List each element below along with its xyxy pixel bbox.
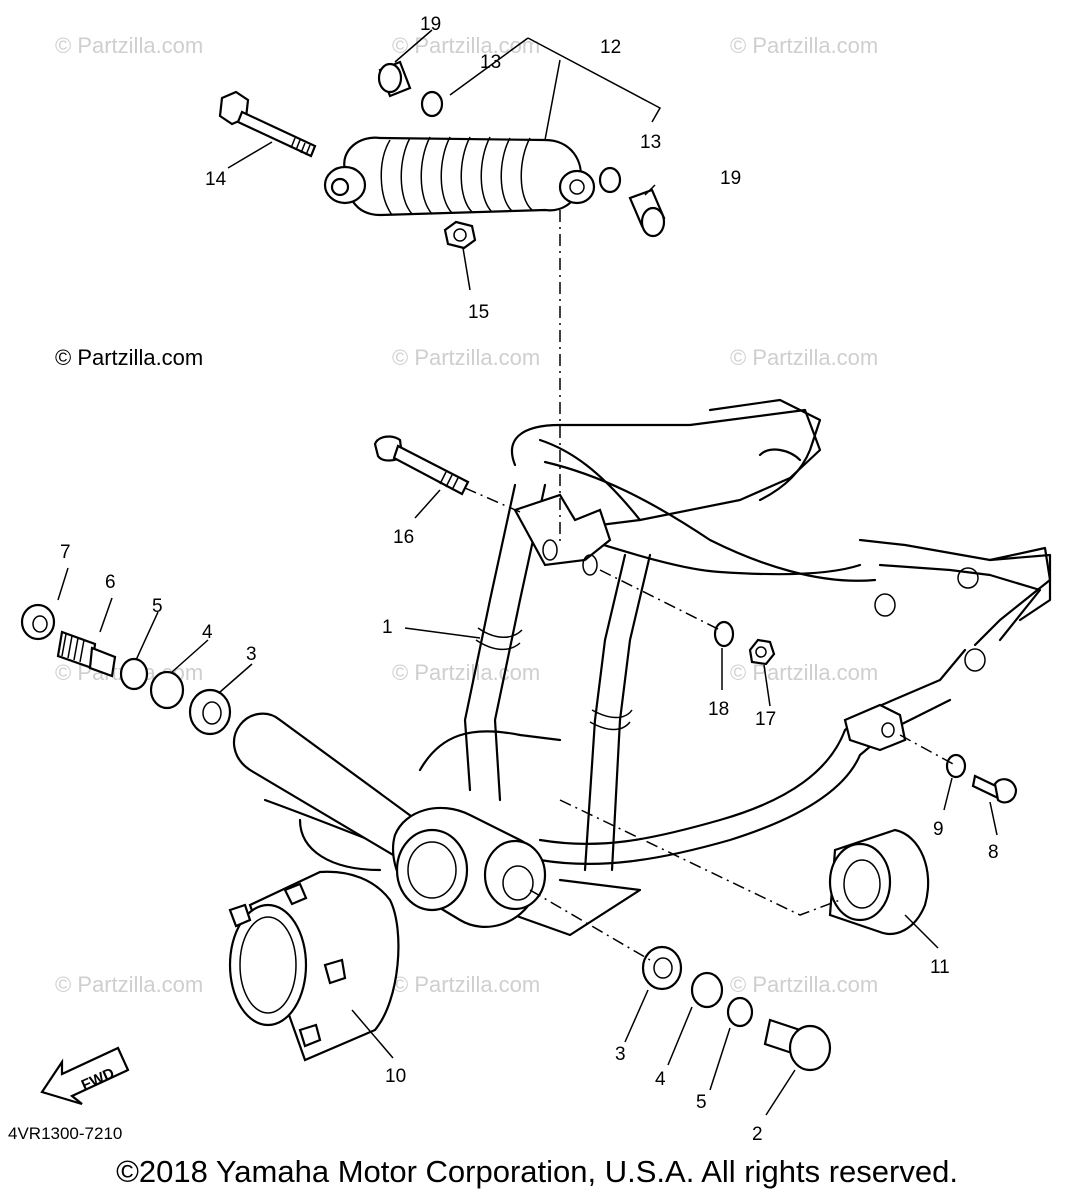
centerline-pivot-right xyxy=(529,889,651,961)
callout-5-right: 5 xyxy=(696,1092,707,1113)
callout-2: 2 xyxy=(752,1124,763,1145)
callout-19-upper: 19 xyxy=(420,14,441,35)
watermark: © Partzilla.com xyxy=(55,972,204,997)
callout-12: 12 xyxy=(600,37,621,58)
washer-9[interactable] xyxy=(945,753,967,779)
bolt-14[interactable] xyxy=(218,90,317,158)
oil-seal-4-right[interactable] xyxy=(690,971,724,1009)
centerline-bolt-8 xyxy=(899,734,956,766)
callout-17: 17 xyxy=(755,709,776,730)
callout-3-left: 3 xyxy=(246,644,257,665)
callout-18: 18 xyxy=(708,699,729,720)
watermark: © Partzilla.com xyxy=(730,33,879,58)
bearing-3-left[interactable] xyxy=(188,688,232,736)
callout-13-upper: 13 xyxy=(480,52,501,73)
watermark: © Partzilla.com xyxy=(730,345,879,370)
leader-lines xyxy=(57,29,998,1116)
pivot-shaft-6[interactable] xyxy=(56,630,117,678)
watermark: © Partzilla.com xyxy=(730,972,879,997)
bolt-16[interactable] xyxy=(373,435,470,496)
washer-13-lower[interactable] xyxy=(598,166,622,194)
watermark: © Partzilla.com xyxy=(392,33,541,58)
centerline-bushing xyxy=(559,799,841,916)
washer-13-upper[interactable] xyxy=(420,90,444,118)
callout-13-lower: 13 xyxy=(640,132,661,153)
callout-5-left: 5 xyxy=(152,596,163,617)
pivot-bolt-2[interactable] xyxy=(763,1018,832,1072)
bushing-11[interactable] xyxy=(828,828,930,935)
callout-1: 1 xyxy=(382,617,393,638)
centerline-bolt-16 xyxy=(464,487,521,513)
diagram-code: 4VR1300-7210 xyxy=(8,1124,123,1143)
callout-19-lower: 19 xyxy=(720,168,741,189)
rear-shock-absorber[interactable] xyxy=(323,136,596,217)
callout-16: 16 xyxy=(393,527,414,548)
oil-seal-4-left[interactable] xyxy=(149,670,185,710)
collar-19-lower[interactable] xyxy=(628,188,666,238)
watermark: © Partzilla.com xyxy=(392,972,541,997)
nut-15[interactable] xyxy=(443,220,477,250)
watermark-primary: © Partzilla.com xyxy=(55,345,204,370)
nut-7[interactable] xyxy=(20,603,56,641)
washer-18[interactable] xyxy=(713,620,735,648)
callout-15: 15 xyxy=(468,302,489,323)
cover-10[interactable] xyxy=(228,870,400,1062)
watermark: © Partzilla.com xyxy=(392,345,541,370)
callout-11: 11 xyxy=(930,957,950,978)
callout-6: 6 xyxy=(105,572,116,593)
watermark: © Partzilla.com xyxy=(730,660,879,685)
callout-4-left: 4 xyxy=(202,622,213,643)
callout-labels: 19 13 12 13 19 14 15 16 7 6 5 4 3 1 18 1… xyxy=(60,14,999,1145)
swingarm-frame[interactable] xyxy=(232,398,1052,937)
nut-17[interactable] xyxy=(748,638,776,666)
washer-5-right[interactable] xyxy=(726,996,754,1028)
centerline-bolt-16-right xyxy=(599,569,721,631)
callout-9: 9 xyxy=(933,819,944,840)
callout-10: 10 xyxy=(385,1066,406,1087)
watermark: © Partzilla.com xyxy=(392,660,541,685)
callout-7: 7 xyxy=(60,542,71,563)
copyright-notice: ©2018 Yamaha Motor Corporation, U.S.A. A… xyxy=(116,1154,958,1189)
collar-19-upper[interactable] xyxy=(377,60,412,98)
callout-4-right: 4 xyxy=(655,1069,666,1090)
watermark: © Partzilla.com xyxy=(55,33,204,58)
washer-5-left[interactable] xyxy=(119,657,149,691)
callout-8: 8 xyxy=(988,842,999,863)
callout-14: 14 xyxy=(205,169,227,190)
bearing-3-right[interactable] xyxy=(641,945,683,991)
bolt-8[interactable] xyxy=(971,774,1018,804)
callout-3-right: 3 xyxy=(615,1044,626,1065)
fwd-arrow-icon: FWD xyxy=(40,1046,130,1106)
